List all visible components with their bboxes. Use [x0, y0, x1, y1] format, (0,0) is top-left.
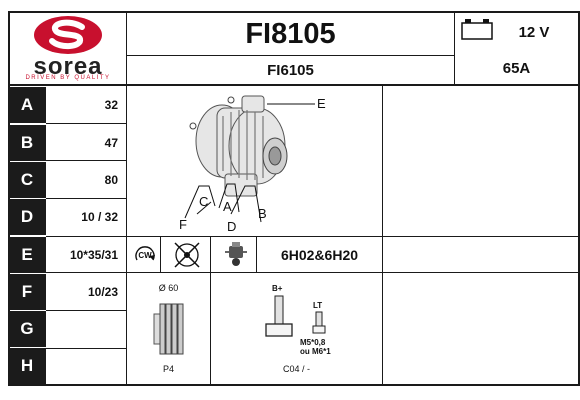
part-number: FI8105: [245, 17, 336, 50]
brand-tagline: DRIVEN BY QUALITY: [25, 75, 111, 81]
terminal-b-plus-icon: [262, 294, 296, 340]
terminal-thread: M5*0,8: [300, 338, 326, 347]
row-value-a: 32: [104, 98, 118, 112]
row-label-b: B: [8, 125, 46, 161]
terminal-b-plus-label: B+: [272, 284, 283, 293]
row-label-g: G: [8, 311, 46, 347]
row-value-b: 47: [104, 136, 118, 150]
diagram-label-e: E: [317, 96, 326, 111]
row-value-e: 10*35/31: [69, 248, 118, 262]
rotation-cw-icon: CW: [133, 240, 157, 268]
rotation-label: CW: [138, 251, 152, 260]
row-value-h: [46, 348, 126, 384]
diagram-label-c: C: [199, 194, 208, 209]
sorea-s-icon: [34, 16, 102, 54]
pulley-icon: [148, 298, 190, 358]
row-label-a: A: [8, 87, 46, 123]
row-label-e: E: [8, 237, 46, 273]
terminal-code: C04 / -: [282, 364, 310, 374]
connector-code: 6H02&6H20: [280, 246, 359, 263]
brand-name: sorea: [33, 53, 103, 80]
diagram-label-d: D: [227, 219, 236, 234]
pulley-type: P4: [162, 364, 174, 374]
amperage-value: 65A: [502, 59, 531, 77]
alternator-diagram: E C A B F D: [127, 86, 382, 236]
diagram-label-b: B: [258, 206, 267, 221]
terminal-lt-icon: [310, 311, 328, 335]
terminal-thread-alt: ou M6*1: [300, 347, 331, 356]
row-label-h: H: [8, 348, 46, 384]
regulator-connector-icon: [222, 240, 250, 270]
row-label-d: D: [8, 199, 46, 235]
row-value-f: 10/23: [87, 285, 118, 299]
pulley-diameter: Ø 60: [158, 283, 179, 293]
voltage-value: 12 V: [518, 24, 550, 41]
row-label-c: C: [8, 162, 46, 198]
fan-crossed-icon: [172, 240, 202, 270]
row-value-c: 80: [104, 173, 118, 187]
row-value-d: 10 / 32: [81, 210, 118, 224]
alt-part-number: FI6105: [267, 61, 314, 79]
row-label-f: F: [8, 274, 46, 310]
brand-logo: sorea DRIVEN BY QUALITY: [10, 13, 126, 84]
diagram-label-f: F: [179, 217, 187, 232]
terminal-lt-label: LT: [313, 301, 323, 310]
battery-icon: [460, 17, 494, 41]
diagram-label-a: A: [223, 199, 232, 214]
row-value-g: [46, 311, 126, 347]
